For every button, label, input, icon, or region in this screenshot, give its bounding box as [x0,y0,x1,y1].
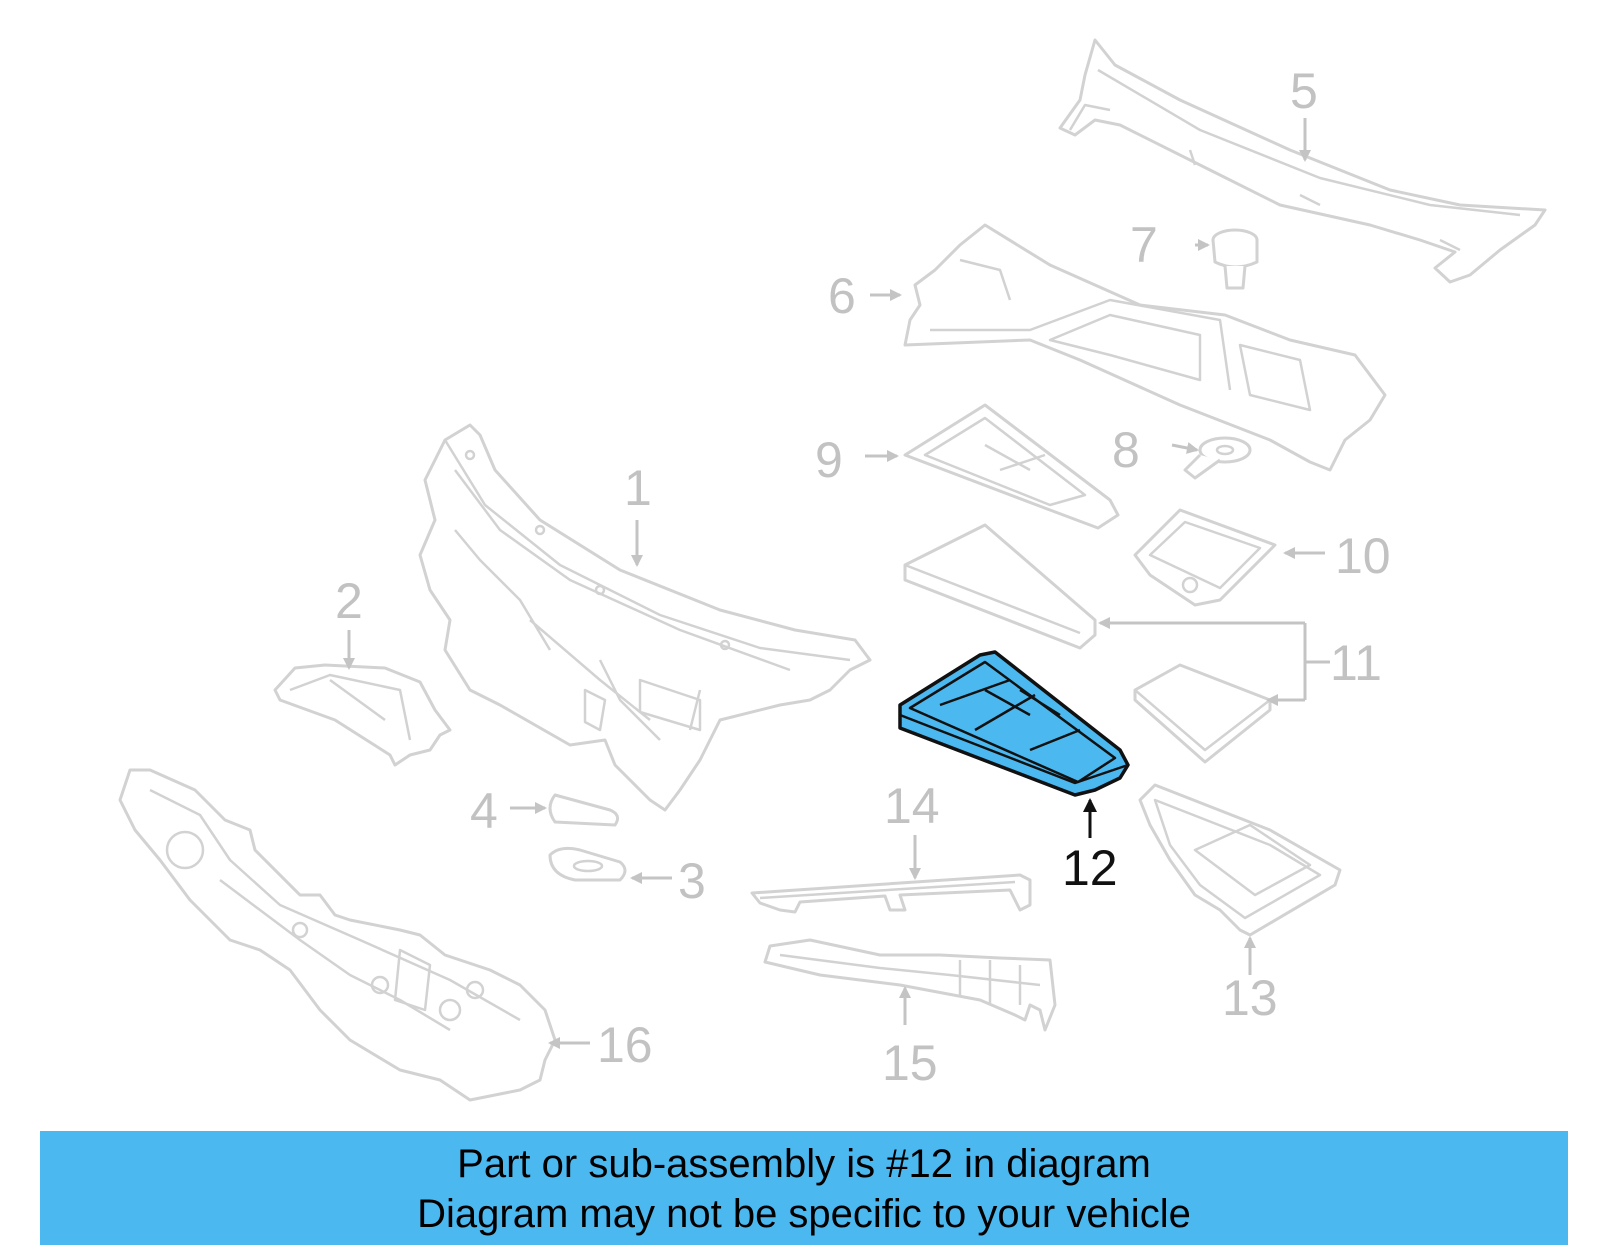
part-1 [418,423,872,812]
part-7 [1211,228,1259,290]
callout-6: 6 [828,268,856,324]
banner-line-disclaimer: Diagram may not be specific to your vehi… [417,1192,1191,1236]
callout-1: 1 [624,460,652,516]
part-3 [548,846,627,882]
part-9 [903,403,1120,530]
leader-8 [1171,442,1199,454]
callout-8: 8 [1112,422,1140,478]
part-4 [548,793,620,827]
callout-15: 15 [882,1035,938,1091]
callout-12: 12 [1062,840,1118,896]
callout-14: 14 [884,778,940,834]
callout-16: 16 [597,1017,653,1073]
callout-4: 4 [470,783,498,839]
part-13 [1138,783,1342,937]
part-10 [1133,508,1277,607]
part-15 [763,938,1057,1032]
callout-2: 2 [335,573,363,629]
callout-9: 9 [815,432,843,488]
callout-5: 5 [1290,63,1318,119]
leader-11 [1303,623,1330,700]
part-14 [750,873,1032,914]
callout-3: 3 [678,853,706,909]
callout-11: 11 [1330,635,1382,691]
callout-7: 7 [1130,217,1158,273]
callout-13: 13 [1222,970,1278,1026]
callout-10: 10 [1335,528,1391,584]
part-12-body [898,650,1130,797]
part-6 [903,223,1387,472]
info-banner: Part or sub-assembly is #12 in diagram D… [40,1131,1568,1245]
banner-line-part: Part or sub-assembly is #12 in diagram [457,1142,1151,1186]
part-8 [1183,436,1252,480]
part-2 [273,663,452,767]
part-12-highlighted[interactable] [898,650,1130,797]
part-11 [903,523,1272,764]
